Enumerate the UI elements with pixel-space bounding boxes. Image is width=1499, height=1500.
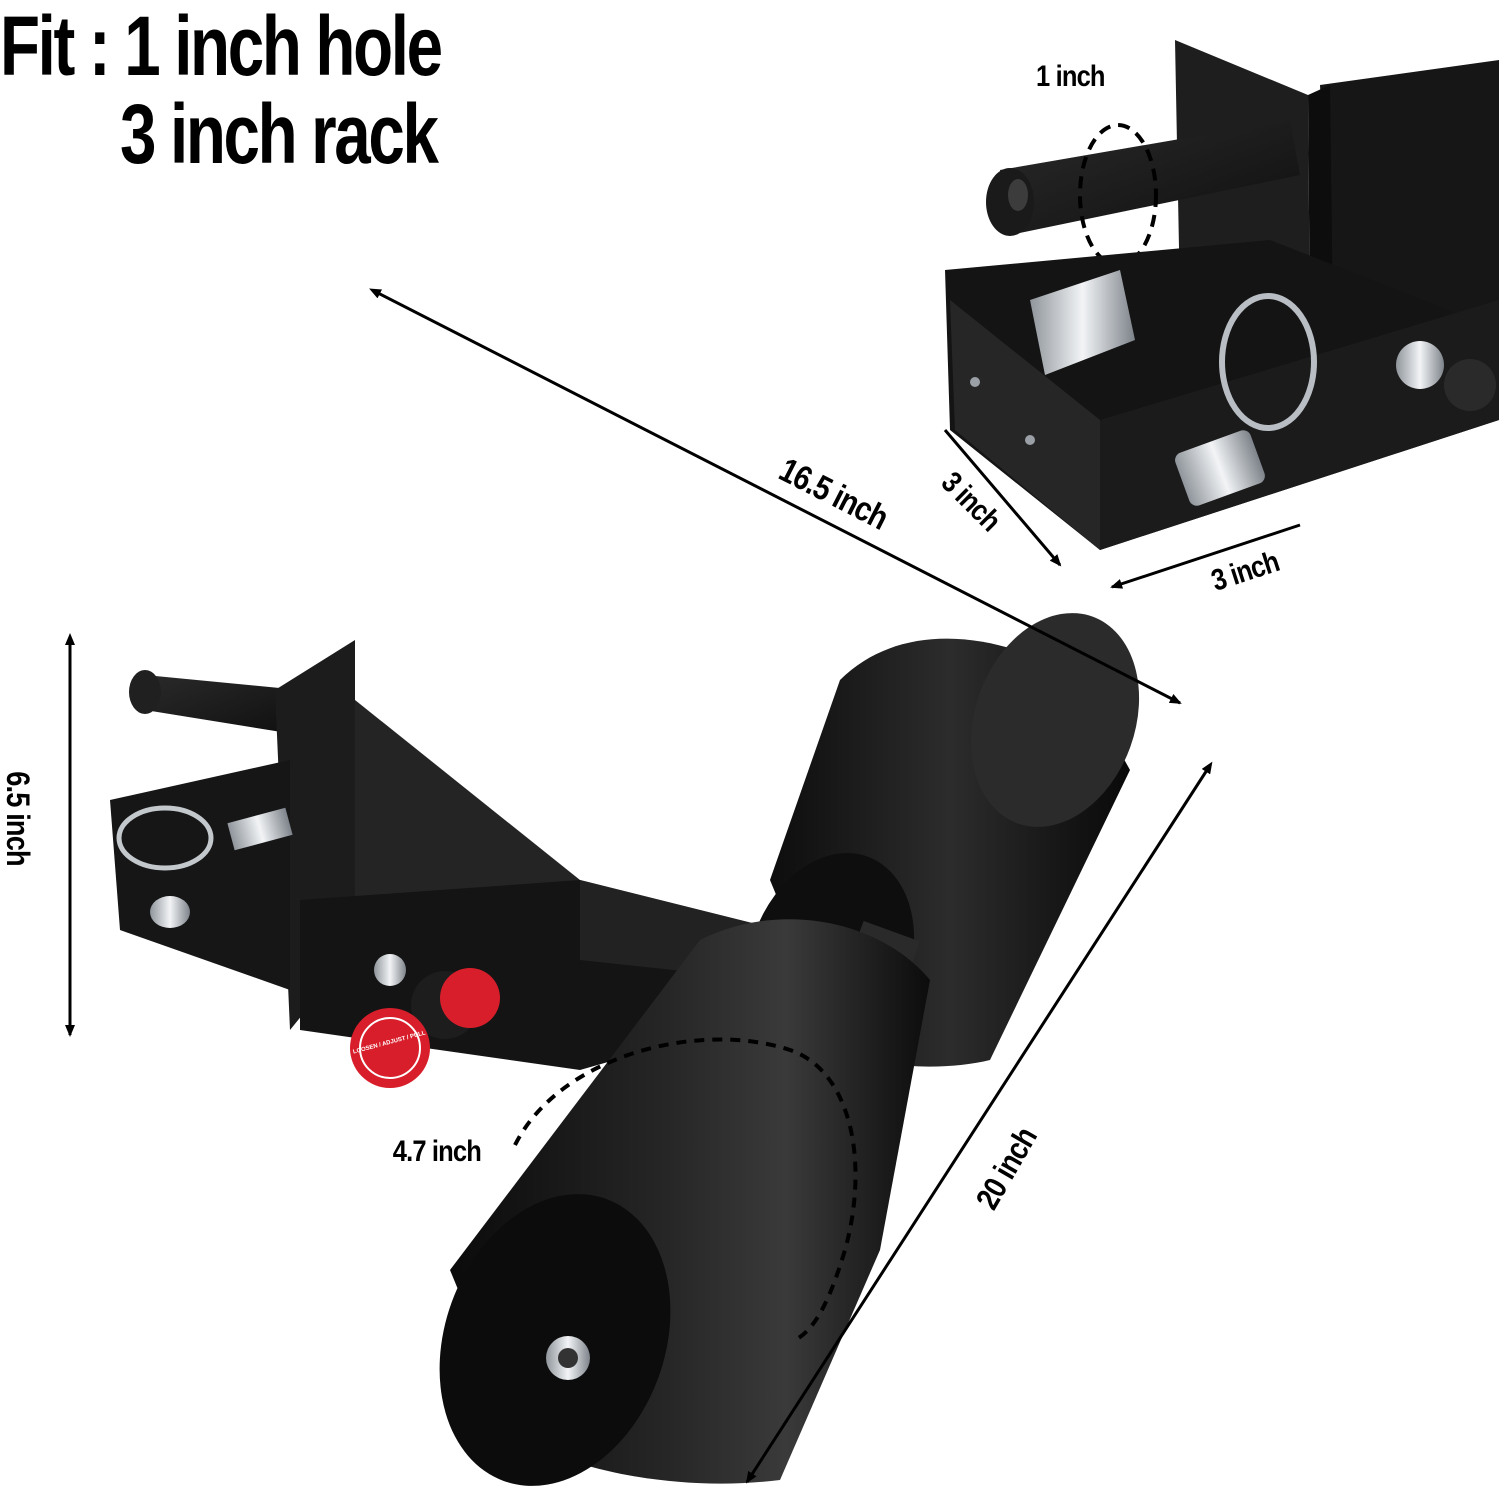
diameter-label: 4.7 inch — [392, 1135, 482, 1168]
depth-arrow — [943, 429, 1062, 567]
adjust-knob — [350, 1008, 430, 1088]
span-arrow — [745, 761, 1213, 1484]
length-arrow — [369, 288, 1182, 705]
inset-bracket — [945, 40, 1499, 550]
headline-line-1: Fit : 1 inch hole — [0, 0, 443, 93]
hole-size-label: 1 inch — [1036, 60, 1105, 93]
width-arrow — [1110, 523, 1301, 589]
height-label: 6.5 inch — [0, 771, 37, 866]
headline-line-2: 3 inch rack — [120, 87, 439, 181]
main-product — [110, 613, 1140, 1486]
